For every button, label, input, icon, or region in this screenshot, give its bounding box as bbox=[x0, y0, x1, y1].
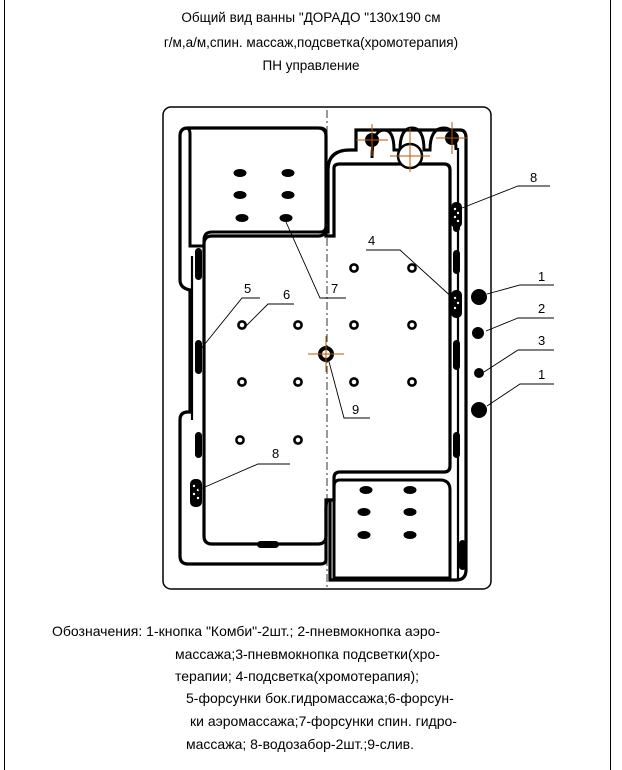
callout-2: 2 bbox=[538, 301, 545, 316]
callout-3: 3 bbox=[538, 333, 545, 348]
air-jets bbox=[235, 263, 417, 445]
page-border-left bbox=[4, 0, 5, 770]
faucet-group bbox=[356, 122, 468, 172]
water-intake-left-icon bbox=[190, 479, 202, 507]
page-border-right bbox=[610, 0, 611, 770]
legend-line-5: ки аэромассажа;7-форсунки спин. гидро- bbox=[190, 713, 457, 729]
faucet-body bbox=[370, 126, 458, 159]
drain-icon bbox=[308, 336, 344, 372]
callout-7: 7 bbox=[331, 281, 338, 296]
leader-lines bbox=[197, 185, 554, 491]
callout-9: 9 bbox=[352, 402, 359, 417]
air-massage-button bbox=[472, 327, 484, 339]
chromo-button bbox=[474, 368, 484, 378]
tub-outer-rim bbox=[162, 106, 492, 590]
callout-5: 5 bbox=[244, 281, 251, 296]
control-buttons bbox=[471, 289, 487, 418]
combi-button-top bbox=[471, 289, 487, 305]
legend-line-1: Обозначения: 1-кнопка "Комби"-2шт.; 2-пн… bbox=[52, 623, 441, 639]
drawing-subtitle-features: г/м,а/м,спин. массаж,подсветка(хромотера… bbox=[163, 35, 459, 50]
legend-line-4: 5-форсунки бок.гидромассажа;6-форсун- bbox=[186, 690, 454, 706]
combi-button-bottom bbox=[471, 402, 487, 418]
water-intake-right-icon bbox=[451, 202, 462, 228]
callout-8-right: 8 bbox=[530, 170, 537, 185]
back-jets-left bbox=[233, 169, 295, 222]
backrest-left bbox=[185, 126, 328, 248]
legend-line-3: терапии; 4-подсветка(хромотерапия); bbox=[175, 668, 420, 684]
legend-line-2: массажа;3-пневмокнопка подсветки(хро- bbox=[175, 646, 440, 662]
legend-line-6: массажа; 8-водозабор-2шт.;9-слив. bbox=[186, 736, 415, 752]
callout-6: 6 bbox=[283, 287, 290, 302]
callout-1-top: 1 bbox=[538, 269, 545, 284]
callout-4: 4 bbox=[368, 233, 375, 248]
foot-well bbox=[332, 478, 452, 580]
back-jets-right bbox=[357, 486, 417, 539]
tub-inner-bottom bbox=[202, 162, 452, 546]
callout-8-left: 8 bbox=[272, 446, 279, 461]
drawing-title: Общий вид ванны "ДОРАДО "130x190 см bbox=[181, 10, 441, 25]
callout-1-bottom: 1 bbox=[538, 367, 545, 382]
chromotherapy-light-icon bbox=[451, 290, 462, 318]
drawing-subtitle-control: ПН управление bbox=[262, 58, 360, 73]
